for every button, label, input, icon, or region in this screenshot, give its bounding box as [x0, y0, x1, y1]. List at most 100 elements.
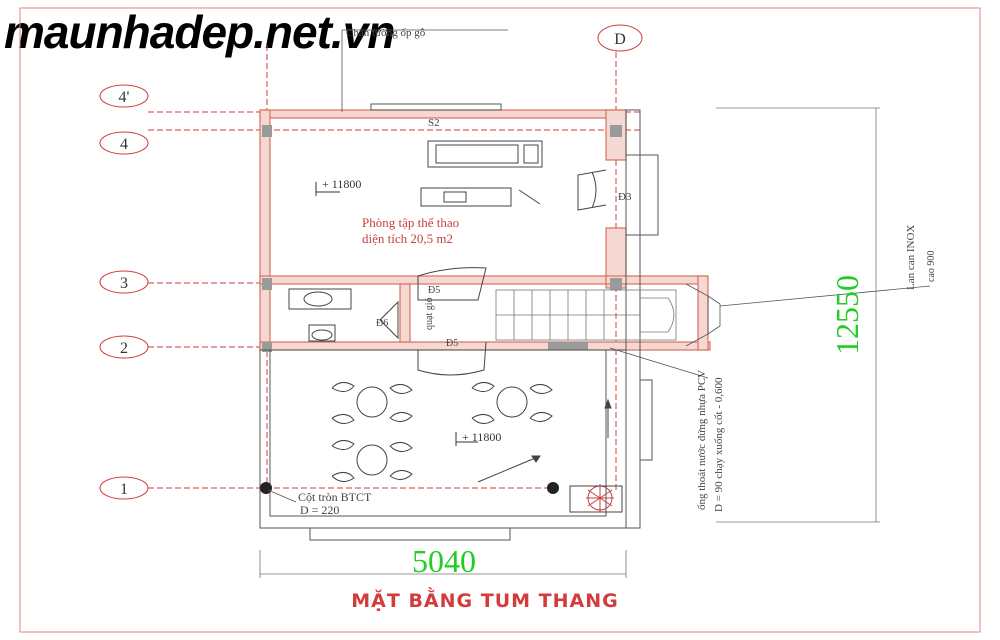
level-marker-top	[315, 182, 340, 196]
stair-bay-window-outer	[707, 295, 721, 335]
door-d5	[417, 267, 487, 376]
table-set	[471, 382, 553, 424]
axis-bubble-2	[99, 335, 149, 359]
chair	[331, 382, 355, 392]
staircase	[495, 283, 721, 347]
column	[610, 278, 622, 290]
axis-bubble-3	[99, 270, 149, 294]
room-labels: Phòng tập thể thao diện tích 20,5 m2	[362, 215, 459, 246]
label-railing-2: cao 900	[926, 251, 937, 282]
walls	[259, 109, 711, 351]
chair	[331, 440, 355, 450]
leader-railing	[719, 285, 931, 307]
terrace-outline	[259, 103, 659, 541]
arrowhead	[604, 398, 612, 409]
terrace-inner	[269, 349, 607, 517]
plan-title: MẶT BẰNG TUM THANG	[351, 590, 619, 612]
label-column-1: Cột tròn BTCT	[298, 490, 372, 504]
column	[262, 278, 272, 290]
chair	[471, 382, 495, 392]
sink-bowl	[303, 291, 333, 307]
terrace-ledge	[309, 527, 511, 541]
dim-height: 12550	[829, 275, 865, 355]
watermark: maunhadep.net.vn	[4, 6, 395, 58]
wall-left-upper	[259, 109, 271, 351]
chair	[331, 472, 355, 482]
bench-handle	[518, 189, 541, 205]
axis-bubble-1	[99, 476, 149, 500]
door-d5-top	[417, 267, 487, 301]
label-d6: Đ6	[376, 318, 388, 329]
round-column-left	[260, 482, 272, 494]
treadmill	[427, 140, 543, 168]
right-balcony-edge	[625, 109, 641, 529]
slope-arrow	[477, 455, 541, 483]
chair	[529, 412, 553, 422]
sink	[288, 288, 352, 310]
terrace-furniture	[331, 382, 553, 482]
label-pipe-2: D = 90 chạy xuống cốt - 0,600	[713, 377, 725, 512]
door-d3-swing	[591, 171, 597, 209]
label-wall-top: Chân tường ốp gỗ	[346, 27, 426, 39]
wall-top	[259, 109, 627, 119]
side-window	[639, 379, 653, 461]
level-label-bottom: + 11800	[462, 430, 501, 444]
axis-label-d: D	[614, 31, 626, 48]
chair	[389, 442, 413, 452]
shower-tray	[379, 300, 399, 340]
toilet	[308, 324, 336, 342]
label-d3: Đ3	[618, 191, 632, 203]
chair	[389, 470, 413, 480]
door-d5-bottom	[417, 341, 487, 376]
level-marker-bottom	[455, 432, 478, 446]
window-s2	[370, 103, 502, 111]
axis-label-1: 1	[120, 481, 128, 498]
stair-landing	[640, 297, 675, 333]
chair	[331, 414, 355, 424]
slope-arrows	[477, 398, 612, 483]
wall-partition	[399, 283, 411, 343]
axis-label-4p: 4'	[119, 89, 130, 106]
axis-labels: 4' 4 3 2 1 D	[119, 31, 626, 498]
table	[356, 444, 388, 476]
balcony-d3	[625, 154, 659, 236]
round-columns	[260, 482, 559, 494]
dimension-lines	[259, 107, 880, 578]
column	[262, 125, 272, 137]
leader-lines	[267, 29, 931, 503]
plant-icon	[586, 484, 614, 512]
chair	[389, 384, 413, 394]
room-name-gym: Phòng tập thể thao	[362, 215, 459, 230]
wall-mid-2	[259, 341, 711, 351]
bathroom-fixtures	[288, 288, 399, 342]
gym-equipment	[420, 140, 543, 207]
axis-bubbles	[99, 24, 643, 500]
axis-label-2: 2	[120, 340, 128, 357]
columns	[262, 125, 622, 352]
table-set	[331, 382, 413, 424]
leader-pipe	[609, 347, 709, 379]
plant-leaves	[586, 484, 614, 512]
label-d5-top: Đ5	[428, 285, 440, 296]
planter-box	[569, 485, 623, 513]
chair	[529, 384, 553, 394]
door-d3-leaf	[577, 169, 607, 211]
label-fan: quạt gió	[424, 298, 435, 331]
wall-mid-3	[259, 275, 607, 285]
level-label-top: + 11800	[322, 177, 361, 191]
chair	[471, 414, 495, 424]
round-column-right	[547, 482, 559, 494]
stair-bay-window	[685, 283, 709, 347]
dim-width: 5040	[412, 543, 476, 579]
table	[496, 386, 528, 418]
table-set	[331, 440, 413, 482]
label-pipe-1: ống thoát nước đứng nhựa PCV	[696, 370, 708, 510]
level-labels: + 11800 + 11800	[322, 177, 501, 444]
annotations: Chân tường ốp gỗ S2 Đ3 Đ5 Đ5 Đ6 quạt gió…	[298, 27, 937, 517]
arrowhead	[531, 455, 541, 463]
level-markers	[315, 182, 478, 446]
toilet-bowl	[311, 329, 333, 341]
door-d3	[577, 169, 607, 211]
label-d5-bottom: Đ5	[446, 338, 458, 349]
